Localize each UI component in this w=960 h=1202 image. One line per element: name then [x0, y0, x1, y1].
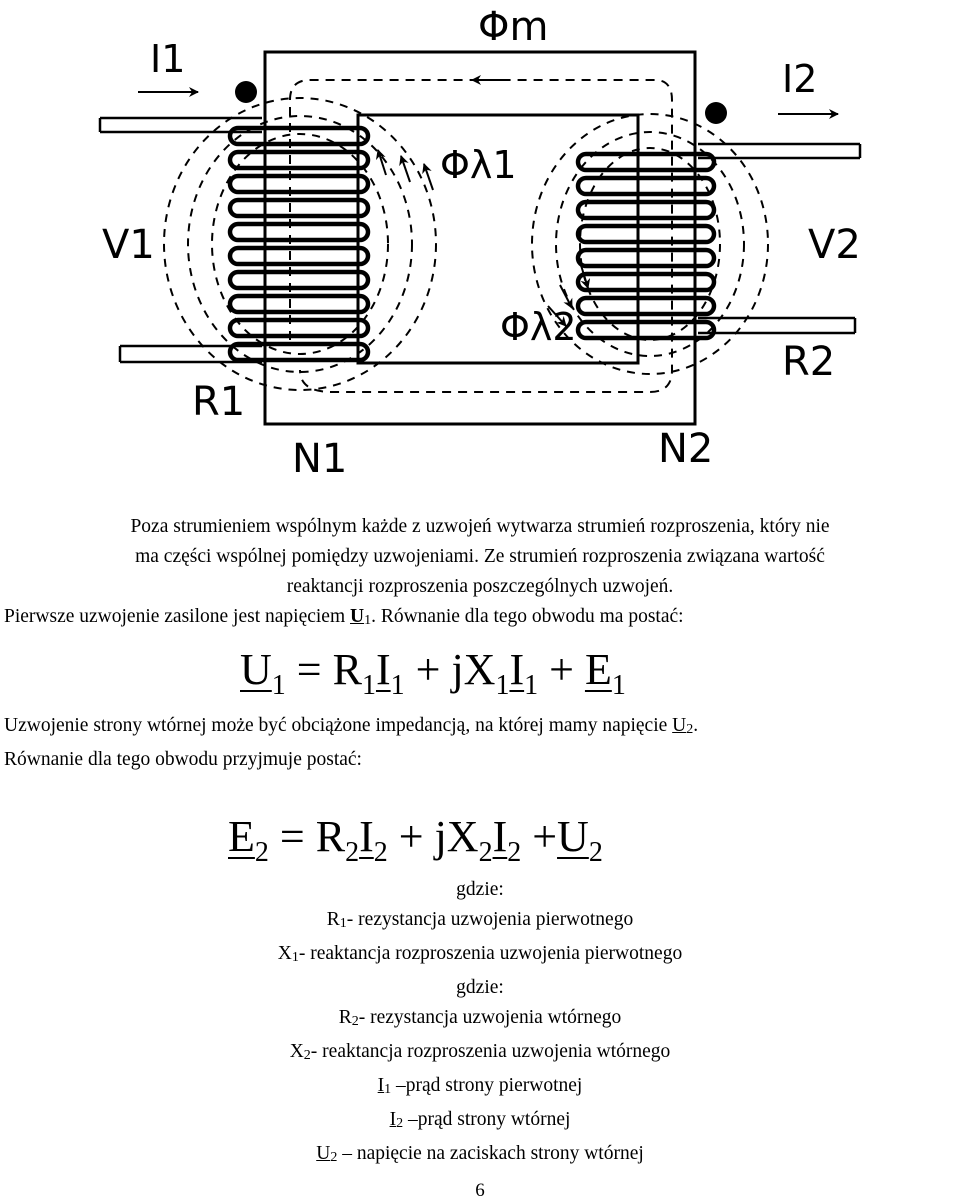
label-r2: R2: [782, 339, 835, 385]
secondary-coil: [575, 151, 717, 341]
label-n1: N1: [292, 436, 347, 482]
equation-secondary: E2 = R2I2 + jX2I2 +U2: [228, 812, 603, 868]
label-phi-lambda-1: Φλ1: [440, 143, 517, 187]
transformer-diagram: Φm I1 I2 V1 V2 Φλ1 Φλ2 R1 R2 N1 N2: [98, 4, 862, 482]
intro-line-4: Pierwsze uzwojenie zasilone jest napięci…: [4, 606, 684, 628]
secondary-line-2: Równanie dla tego obwodu przyjmuje posta…: [4, 749, 362, 770]
primary-coil: [227, 125, 371, 363]
label-i1: I1: [150, 37, 185, 81]
definitions-heading-2: gdzie:: [456, 977, 504, 998]
primary-leakage-arrows-icon: [375, 149, 434, 191]
label-phi-lambda-2: Φλ2: [500, 305, 577, 349]
secondary-line-1: Uzwojenie strony wtórnej może być obciąż…: [4, 715, 699, 737]
definition-r1: R1- rezystancja uzwojenia pierwotnego: [326, 909, 634, 931]
definition-i2: I2 –prąd strony wtórnej: [389, 1109, 571, 1131]
label-n2: N2: [658, 426, 713, 472]
page-number: 6: [475, 1180, 485, 1201]
intro-line-1: Poza strumieniem wspólnym każde z uzwoje…: [130, 516, 830, 537]
definition-x1: X1- reaktancja rozproszenia uzwojenia pi…: [277, 943, 683, 965]
intro-line-2: ma części wspólnej pomiędzy uzwojeniami.…: [135, 546, 825, 567]
label-r1: R1: [192, 379, 245, 425]
label-v1: V1: [102, 222, 155, 268]
definition-x2: X2- reaktancja rozproszenia uzwojenia wt…: [289, 1041, 671, 1063]
label-i2: I2: [782, 57, 817, 101]
definition-i1: I1 –prąd strony pierwotnej: [377, 1075, 583, 1097]
definitions-list: gdzie: R1- rezystancja uzwojenia pierwot…: [0, 875, 960, 1173]
definition-r2: R2- rezystancja uzwojenia wtórnego: [338, 1007, 622, 1029]
equation-primary: U1 = R1I1 + jX1I1 + E1: [240, 645, 626, 701]
secondary-leakage-flux: [531, 113, 769, 375]
label-v2: V2: [808, 222, 861, 268]
label-phi-m: Φm: [478, 4, 548, 50]
secondary-polarity-dot: [705, 102, 727, 124]
definitions-heading-1: gdzie:: [456, 879, 504, 900]
mutual-flux-path: [289, 79, 673, 393]
secondary-paragraph: Uzwojenie strony wtórnej może być obciąż…: [0, 711, 960, 775]
definition-u2: U2 – napięcie na zaciskach strony wtórne…: [316, 1143, 644, 1165]
primary-leakage-flux: [163, 97, 437, 391]
primary-polarity-dot: [235, 81, 257, 103]
secondary-leakage-arrows-icon: [547, 261, 591, 327]
intro-line-3: reaktancji rozproszenia poszczególnych u…: [286, 576, 674, 597]
intro-paragraph: Poza strumieniem wspólnym każde z uzwoje…: [0, 512, 960, 636]
